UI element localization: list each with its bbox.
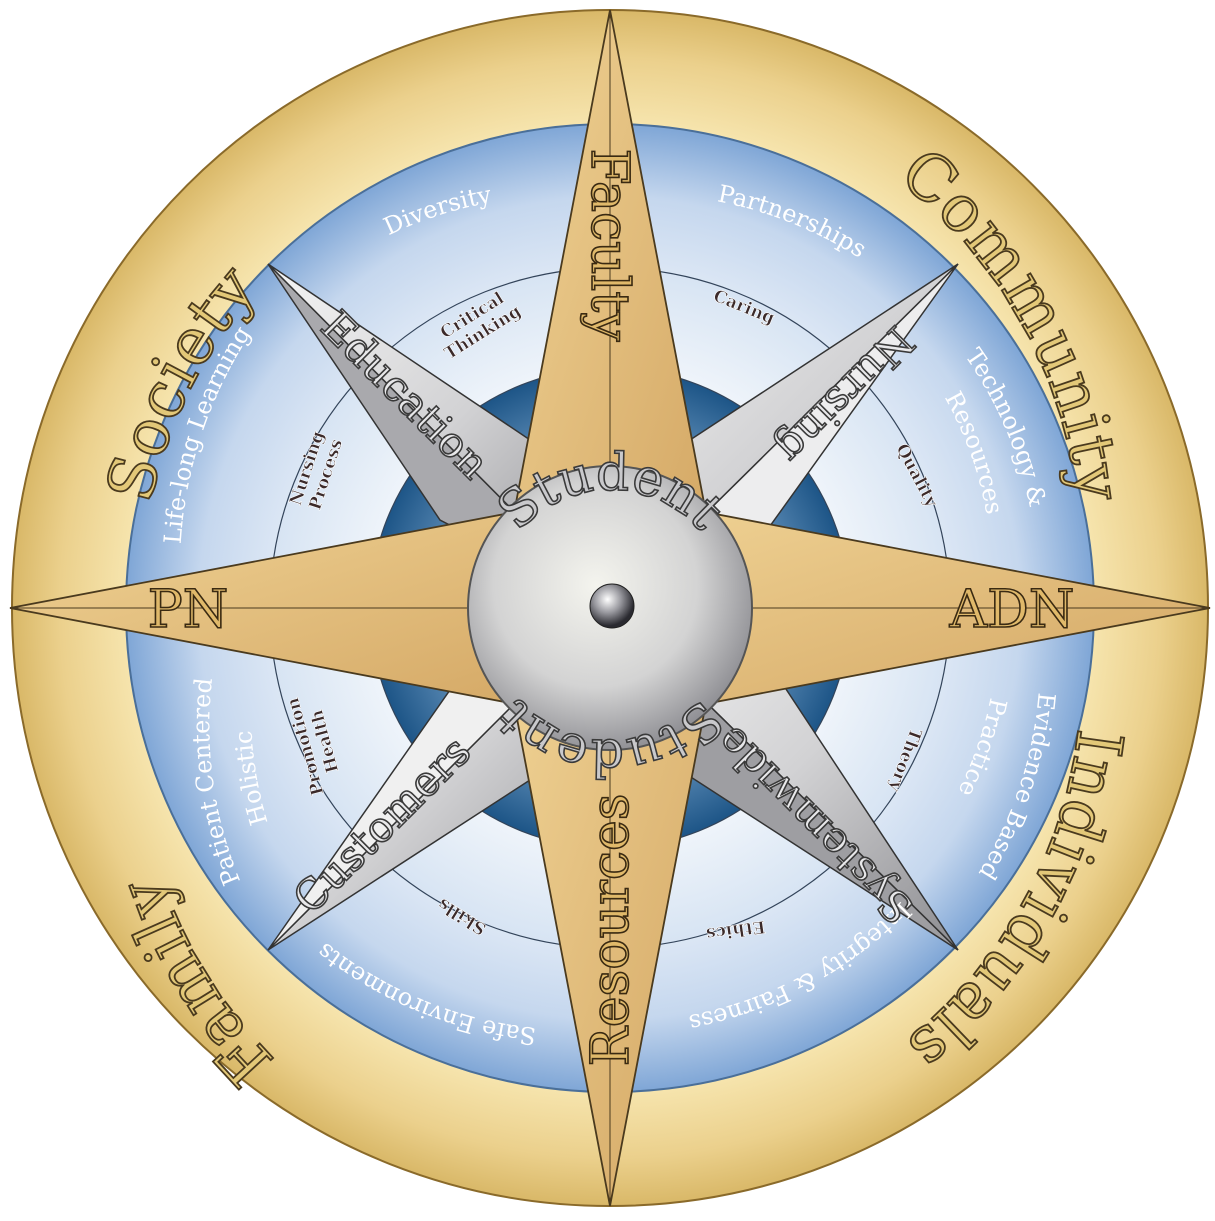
label-faculty: Faculty <box>579 148 639 342</box>
label-resources: Resources <box>581 794 641 1067</box>
hub-center-ball <box>590 584 634 628</box>
label-pn: PN <box>148 580 229 640</box>
label-adn: ADN <box>949 580 1075 640</box>
